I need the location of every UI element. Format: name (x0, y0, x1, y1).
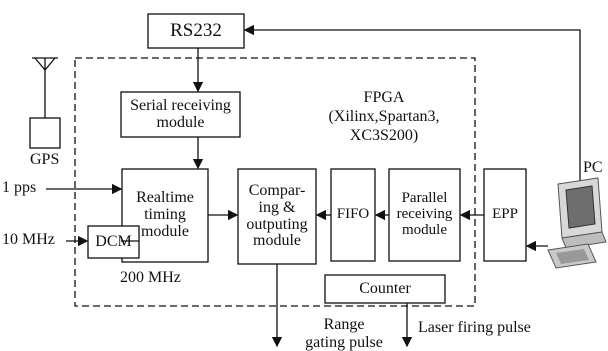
rs232-label: RS232 (170, 20, 222, 42)
fpga-label: FPGA (Xilinx,Spartan3, XC3S200) (328, 89, 440, 145)
range-gating-label: Range gating pulse (305, 316, 383, 351)
pps-label: 1 pps (2, 179, 37, 196)
serial-box (120, 91, 241, 138)
laser-firing-label: Laser firing pulse (418, 319, 531, 336)
gps-label: GPS (30, 151, 60, 168)
parallel-receiving-label: Parallel receiving module (396, 190, 453, 238)
fifo-label: FIFO (336, 206, 370, 223)
gps-antenna-icon (32, 57, 58, 118)
realtime-timing-label: Realtime timing module (136, 189, 194, 240)
pc-to-rs232-arrow (243, 24, 581, 185)
pc-computer-icon (547, 177, 607, 269)
counter-box (324, 274, 446, 304)
pc-label: PC (583, 159, 603, 176)
dcm-label: DCM (95, 232, 132, 250)
serial-receiving-label: Serial receiving module (130, 96, 231, 131)
comparing-outputing-label: Compar- ing & outputing module (246, 181, 308, 250)
mhz200-label: 200 MHz (120, 269, 181, 286)
epp-label: EPP (492, 206, 518, 223)
rs232-box (147, 13, 245, 49)
counter-label: Counter (359, 279, 411, 297)
mhz10-label: 10 MHz (2, 231, 55, 248)
gps-box (29, 117, 61, 149)
fpga-boundary (74, 57, 476, 307)
